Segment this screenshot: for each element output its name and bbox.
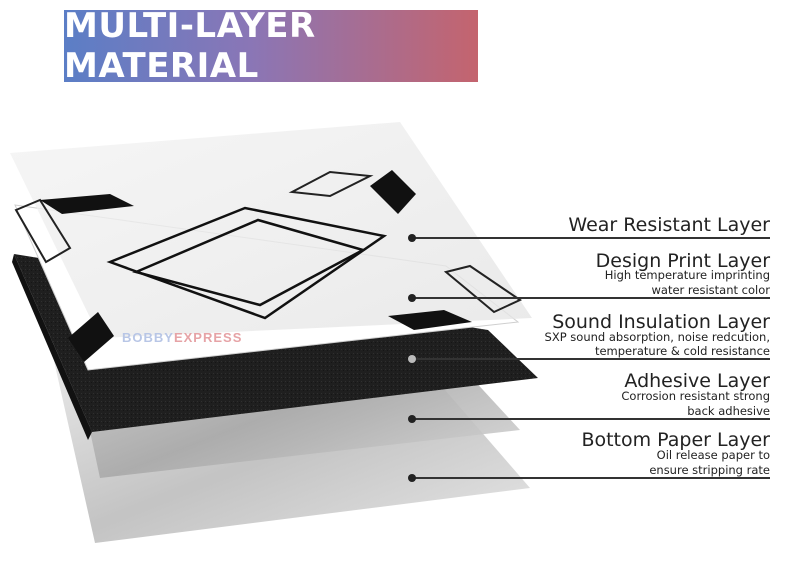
tile-pattern xyxy=(106,206,388,320)
sound-insulation-leader-line xyxy=(412,358,770,360)
sound-insulation-desc-line1: SXP sound absorption, noise redcution, xyxy=(544,330,770,344)
bottom-paper-desc-line1: Oil release paper to xyxy=(656,448,770,462)
wear-resistant-layer-title: Wear Resistant Layer xyxy=(568,214,770,236)
design-print-desc-line1: High temperature imprinting xyxy=(604,268,770,282)
pattern-diamond xyxy=(370,170,416,214)
pattern-diamond xyxy=(68,312,114,362)
adhesive-layer-title: Adhesive Layer xyxy=(624,370,770,392)
adhesive-pointer-dot xyxy=(408,415,416,423)
pattern-diamond xyxy=(388,310,472,330)
pattern-diamond xyxy=(14,198,72,264)
sound-insulation-layer-title: Sound Insulation Layer xyxy=(552,311,770,333)
wear-resistant-sheet xyxy=(10,122,532,338)
design-print-desc-line2: water resistant color xyxy=(651,283,770,297)
wear-resistant-leader-line xyxy=(412,237,770,239)
design-print-layer-title: Design Print Layer xyxy=(595,250,770,272)
design-print-leader-line xyxy=(412,297,770,299)
bottom-paper-pointer-dot xyxy=(408,474,416,482)
bottom-paper-desc-line2: ensure stripping rate xyxy=(649,463,770,477)
watermark-part1: BOBBY xyxy=(122,330,174,345)
pattern-diamond xyxy=(288,170,374,198)
adhesive-desc-line2: back adhesive xyxy=(687,404,770,418)
adhesive-desc-line1: Corrosion resistant strong xyxy=(621,389,770,403)
design-print-pointer-dot xyxy=(408,294,416,302)
banner-title: MULTI-LAYER MATERIAL xyxy=(64,6,316,86)
title-banner: MULTI-LAYER MATERIAL xyxy=(64,6,478,86)
sound-insulation-pointer-dot xyxy=(408,355,416,363)
pattern-diamond xyxy=(40,194,134,214)
brand-watermark: BOBBYEXPRESS xyxy=(122,330,242,345)
bottom-paper-leader-line xyxy=(412,477,770,479)
watermark-part2: EXPRESS xyxy=(173,330,243,345)
bottom-paper-layer-title: Bottom Paper Layer xyxy=(581,429,770,451)
wear-resistant-pointer-dot xyxy=(408,234,416,242)
sound-insulation-desc-line2: temperature & cold resistance xyxy=(594,344,770,358)
adhesive-leader-line xyxy=(412,418,770,420)
